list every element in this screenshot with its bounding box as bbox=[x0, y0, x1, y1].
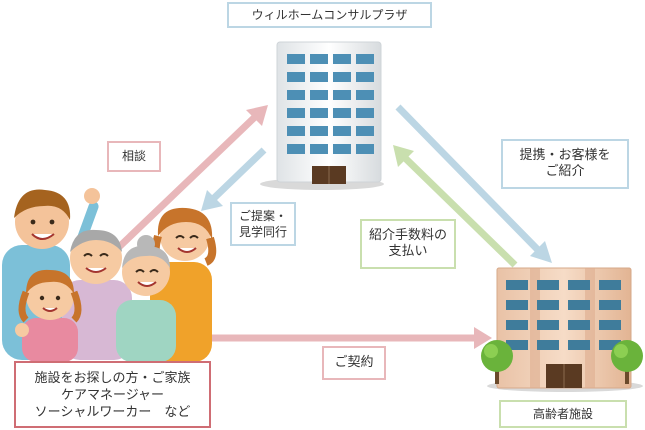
arrow-referral-fee bbox=[393, 145, 518, 268]
family-label: 施設をお探しの方・ご家族 ケアマネージャー ソーシャルワーカー など bbox=[14, 361, 211, 428]
building-window bbox=[287, 144, 305, 154]
building-window bbox=[287, 108, 305, 118]
building-window bbox=[310, 126, 328, 136]
referral-fee-label-line2: 支払い bbox=[388, 244, 428, 259]
building-window bbox=[599, 340, 621, 350]
building-window bbox=[599, 300, 621, 310]
elderly-facility-building bbox=[481, 267, 643, 392]
consult-plaza-label: ウィルホームコンサルプラザ bbox=[227, 2, 432, 28]
building-window bbox=[356, 108, 374, 118]
building-window bbox=[310, 144, 328, 154]
building-window bbox=[310, 108, 328, 118]
building-window bbox=[506, 340, 528, 350]
referral-fee-label: 紹介手数料の 支払い bbox=[360, 219, 456, 269]
building-window bbox=[333, 144, 351, 154]
building-window bbox=[568, 300, 590, 310]
building-window bbox=[310, 90, 328, 100]
building-window bbox=[287, 126, 305, 136]
building-window bbox=[506, 280, 528, 290]
consult-plaza-building bbox=[260, 41, 384, 190]
building-window bbox=[356, 126, 374, 136]
referral-fee-label-line1: 紹介手数料の bbox=[368, 228, 447, 243]
partnership-label-line2: ご紹介 bbox=[545, 164, 585, 179]
arrow-consult bbox=[115, 105, 268, 251]
family-illustration bbox=[2, 188, 217, 362]
building-window bbox=[333, 90, 351, 100]
family-label-line3: ソーシャルワーカー など bbox=[34, 405, 191, 420]
arrow-proposal bbox=[201, 147, 267, 211]
building-window bbox=[333, 72, 351, 82]
contract-label: ご契約 bbox=[322, 346, 386, 380]
proposal-label: ご提案・ 見学同行 bbox=[230, 202, 296, 246]
building-window bbox=[537, 340, 559, 350]
building-window bbox=[568, 320, 590, 330]
building-window bbox=[356, 90, 374, 100]
partnership-label-line1: 提携・お客様を bbox=[519, 148, 611, 163]
building-window bbox=[333, 126, 351, 136]
building-window bbox=[537, 320, 559, 330]
building-window bbox=[599, 320, 621, 330]
building-window bbox=[310, 72, 328, 82]
building-window bbox=[287, 72, 305, 82]
building-window bbox=[333, 54, 351, 64]
proposal-label-line1: ご提案・ bbox=[238, 209, 287, 223]
building-window bbox=[537, 300, 559, 310]
family-label-line2: ケアマネージャー bbox=[60, 388, 165, 403]
building-window bbox=[310, 54, 328, 64]
family-label-line1: 施設をお探しの方・ご家族 bbox=[34, 371, 191, 386]
building-window bbox=[356, 54, 374, 64]
building-window bbox=[568, 280, 590, 290]
building-window bbox=[506, 300, 528, 310]
arrow-partnership bbox=[395, 104, 552, 263]
building-window bbox=[506, 320, 528, 330]
proposal-label-line2: 見学同行 bbox=[238, 225, 287, 239]
arrow-contract bbox=[208, 327, 492, 349]
partnership-label: 提携・お客様を ご紹介 bbox=[501, 139, 629, 189]
facility-label: 高齢者施設 bbox=[499, 400, 627, 428]
building-window bbox=[356, 144, 374, 154]
building-window bbox=[287, 90, 305, 100]
consult-label: 相談 bbox=[107, 141, 161, 172]
building-window bbox=[287, 54, 305, 64]
building-window bbox=[599, 280, 621, 290]
building-window bbox=[333, 108, 351, 118]
building-window bbox=[568, 340, 590, 350]
building-window bbox=[537, 280, 559, 290]
building-window bbox=[356, 72, 374, 82]
